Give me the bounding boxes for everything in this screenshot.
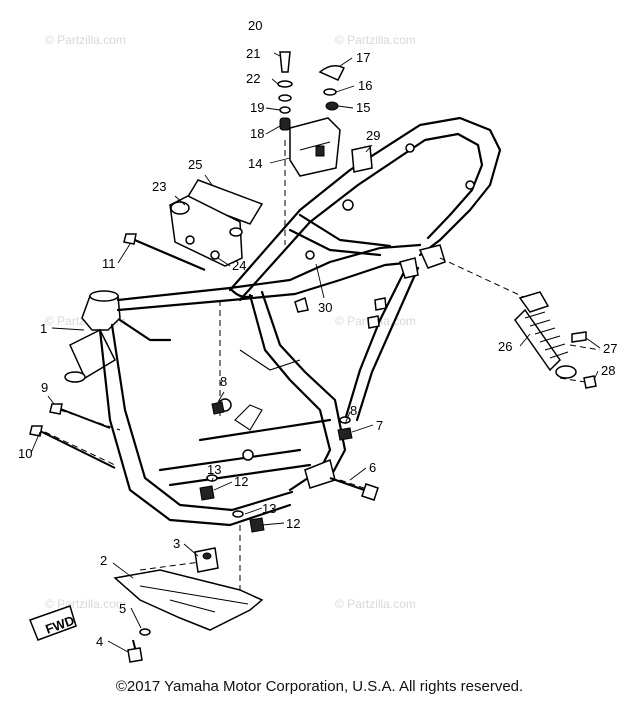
bolt-20 [279,51,291,73]
ignition-coil-23-25 [169,179,264,267]
bolt-11 [123,233,206,272]
nuts [199,401,265,533]
shock-mount [418,244,446,269]
frame [64,116,502,527]
callout: 24 [232,258,246,273]
callout: 6 [369,460,376,475]
alignment-lines [44,140,601,590]
bolt-28 [583,375,597,389]
callout: 4 [96,634,103,649]
callout: 2 [100,553,107,568]
callout: 11 [102,256,116,271]
callout: 27 [603,341,617,356]
callout: 12 [286,516,300,531]
callout: 28 [601,363,615,378]
callout: 13 [207,462,221,477]
box-14 [289,117,341,177]
callout: 5 [119,601,126,616]
bolt-6 [329,476,379,501]
callout-labels: 1 2 3 4 5 6 7 8 9 10 11 12 13 14 15 16 1… [18,18,617,649]
callout: 29 [366,128,380,143]
copyright-text: ©2017 Yamaha Motor Corporation, U.S.A. A… [115,678,524,695]
cover-25 [184,179,264,225]
callout: 10 [18,446,32,461]
callout: 21 [246,46,260,61]
callout: 18 [250,126,264,141]
watermark: © Partzilla.com [335,33,416,47]
coil-23 [169,195,243,267]
callout: 25 [188,157,202,172]
watermark: © Partzilla.com [45,33,126,47]
callout: 17 [356,50,370,65]
callout: 22 [246,71,260,86]
rear-shock-26 [514,291,597,389]
skid-plate-2 [113,547,264,631]
callout: 30 [318,300,332,315]
callout: 19 [250,100,264,115]
callout: 16 [358,78,372,93]
bolt-27 [571,331,587,343]
callout: 23 [152,179,166,194]
watermark: © Partzilla.com [335,597,416,611]
clip-17 [318,65,346,81]
callout: 14 [248,156,262,171]
bolt-4-5 [127,628,151,663]
callout: 20 [248,18,262,33]
watermark: © Partzilla.com [45,597,126,611]
steering-head-top [89,290,119,302]
leader-lines [30,52,601,653]
callout: 12 [234,474,248,489]
callout: 1 [40,321,47,336]
rectifier-stack [277,51,373,177]
callout: 3 [173,536,180,551]
head-gusset [69,328,116,380]
callout: 26 [498,339,512,354]
bolt-9-10 [29,403,116,469]
callout: 8 [220,374,227,389]
callout: 7 [376,418,383,433]
fwd-arrow-icon: FWD [29,605,77,641]
callout: 9 [41,380,48,395]
bracket-3 [194,547,219,573]
callout: 13 [262,501,276,516]
callout: 15 [356,100,370,115]
steering-head-bottom [64,371,86,383]
plate-29 [351,145,373,173]
callout: 8 [350,403,357,418]
